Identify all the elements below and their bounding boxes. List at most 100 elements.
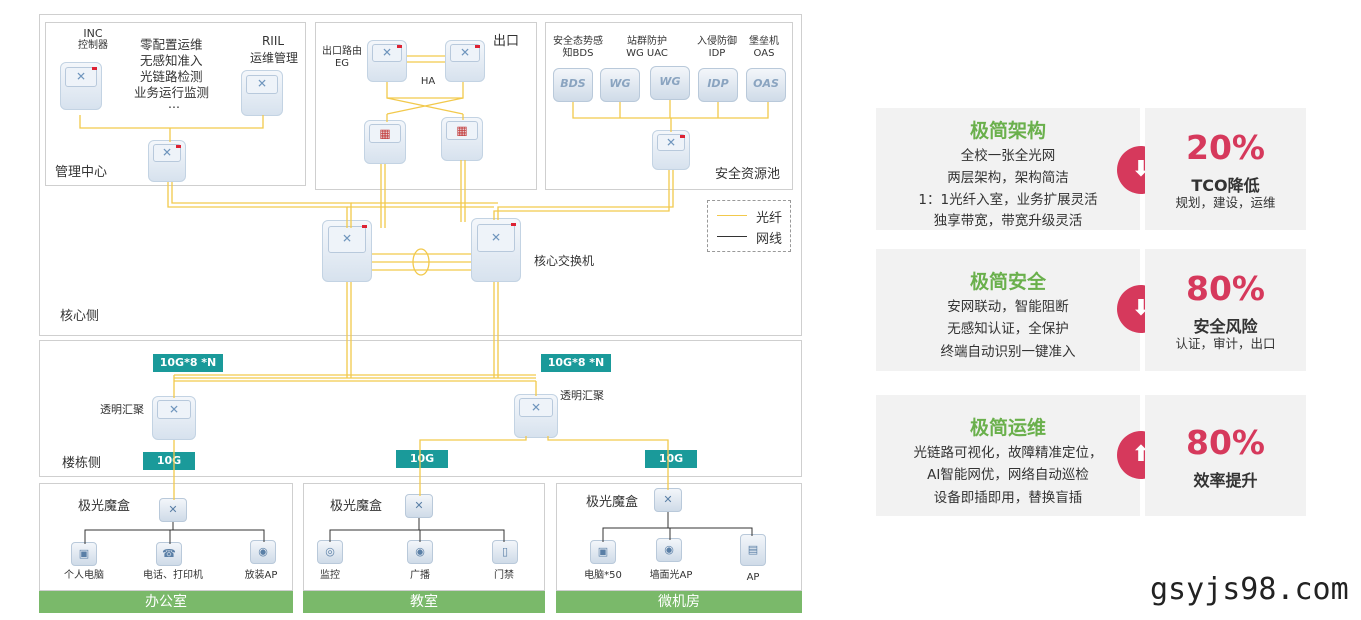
watermark: gsyjs98.com xyxy=(1150,572,1349,607)
card-security-line-2: 无感知认证，全保护 xyxy=(947,321,1069,337)
room-classroom-name: 教室 xyxy=(303,591,545,613)
security-pool-label: 安全资源池 xyxy=(715,167,781,182)
uplink-tag-left: 10G*8 *N xyxy=(153,354,223,372)
card-security-kpi-label: 安全风险 xyxy=(1193,317,1258,336)
egress-label: 出口 xyxy=(493,34,520,49)
card-operations-pct: 80% xyxy=(1186,423,1265,462)
office-pc-device[interactable]: ▣ xyxy=(71,542,97,566)
mgmt-feature-1: 零配置运维 xyxy=(140,37,203,52)
downlink-tag-3: 10G xyxy=(645,450,697,468)
classroom-box-device[interactable]: ✕ xyxy=(405,494,433,518)
sec-device-3-label2: IDP xyxy=(708,48,726,59)
egress-router-right[interactable] xyxy=(445,40,485,82)
office-endpoint-2: 电话、打印机 xyxy=(143,570,203,581)
classroom-endpoint-3: 门禁 xyxy=(494,570,514,581)
bds-device[interactable]: BDS xyxy=(553,68,593,102)
card-architecture-kpi-label: TCO降低 xyxy=(1191,176,1260,195)
classroom-broadcast-device[interactable]: ◉ xyxy=(407,540,433,564)
sec-device-4-label2: OAS xyxy=(753,48,775,59)
legend-cable-swatch xyxy=(717,236,747,237)
card-security-kpi: 80% 安全风险 认证，审计，出口 xyxy=(1145,249,1306,371)
office-endpoint-3: 放装AP xyxy=(244,570,278,581)
card-operations-line-2: AI智能网优，网络自动巡检 xyxy=(927,467,1089,483)
classroom-door-device[interactable]: ▯ xyxy=(492,540,518,564)
agg-right-label: 透明汇聚 xyxy=(560,389,604,402)
card-architecture: 极简架构 全校一张全光网 两层架构，架构简洁 1：1光纤入室，业务扩展灵活 独享… xyxy=(876,108,1140,230)
sec-device-1-label2: 知BDS xyxy=(562,48,594,59)
card-architecture-pct: 20% xyxy=(1186,128,1265,167)
card-architecture-line-4: 独享带宽，带宽升级灵活 xyxy=(933,213,1083,229)
firewall-left[interactable] xyxy=(364,120,406,164)
office-phone-device[interactable]: ☎ xyxy=(156,542,182,566)
card-operations-kpi: 80% 效率提升 xyxy=(1145,395,1306,516)
egress-router-sub-label: EG xyxy=(334,58,350,69)
mgmt-feature-3: 光链路检测 xyxy=(140,69,203,84)
card-operations-title: 极简运维 xyxy=(969,417,1046,439)
lab-endpoint-2: 墙面光AP xyxy=(649,570,693,581)
egress-router-label: 出口路由 xyxy=(322,46,362,57)
inc-label: INC xyxy=(83,27,103,40)
lab-box-device[interactable]: ✕ xyxy=(654,488,682,512)
classroom-endpoint-1: 监控 xyxy=(320,570,340,581)
card-architecture-title: 极简架构 xyxy=(969,120,1046,142)
lab-endpoint-3: AP xyxy=(746,572,760,583)
riil-label: RIIL xyxy=(261,34,285,48)
mgmt-switch-device[interactable] xyxy=(148,140,186,182)
oas-device[interactable]: OAS xyxy=(746,68,786,102)
mgmt-feature-5: ... xyxy=(168,96,180,111)
agg-switch-right[interactable] xyxy=(514,394,558,438)
sec-device-2-label2: WG UAC xyxy=(626,48,668,59)
downlink-tag-1: 10G xyxy=(143,452,195,470)
office-box-device[interactable]: ✕ xyxy=(159,498,187,522)
wg-uac-device[interactable]: WG xyxy=(600,68,640,102)
wg-device[interactable]: WG xyxy=(650,66,690,100)
card-security-pct: 80% xyxy=(1186,269,1265,308)
card-architecture-line-3: 1：1光纤入室，业务扩展灵活 xyxy=(918,192,1098,208)
core-switch-left[interactable] xyxy=(322,220,372,282)
mgmt-feature-2: 无感知准入 xyxy=(140,53,203,68)
room-lab-name: 微机房 xyxy=(556,591,802,613)
office-ap-device[interactable]: ◉ xyxy=(250,540,276,564)
card-architecture-kpi: 20% TCO降低 规划，建设，运维 xyxy=(1145,108,1306,230)
firewall-right[interactable] xyxy=(441,117,483,161)
ha-label: HA xyxy=(420,76,436,87)
lab-wall-ap-device[interactable]: ◉ xyxy=(656,538,682,562)
agg-switch-left[interactable] xyxy=(152,396,196,440)
riil-device[interactable] xyxy=(241,70,283,116)
building-side-label: 楼栋侧 xyxy=(62,456,102,471)
sec-device-1-label: 安全态势感 xyxy=(553,36,603,47)
inc-sub-label: 控制器 xyxy=(78,40,108,51)
card-operations-line-1: 光链路可视化，故障精准定位， xyxy=(913,445,1103,461)
room-classroom-box-label: 极光魔盒 xyxy=(330,499,383,514)
riil-sub-label: 运维管理 xyxy=(249,51,298,65)
classroom-camera-device[interactable]: ◎ xyxy=(317,540,343,564)
idp-device[interactable]: IDP xyxy=(698,68,738,102)
legend-fiber-swatch xyxy=(717,215,747,216)
lab-endpoint-1: 电脑*50 xyxy=(584,570,622,581)
core-switch-right[interactable] xyxy=(471,218,521,282)
room-office-name: 办公室 xyxy=(39,591,293,613)
agg-left-label: 透明汇聚 xyxy=(100,403,144,416)
card-operations-kpi-label: 效率提升 xyxy=(1193,471,1258,490)
sec-device-3-label: 入侵防御 xyxy=(697,36,737,47)
legend xyxy=(707,200,791,252)
security-switch-device[interactable] xyxy=(652,130,690,170)
sec-device-2-label: 站群防护 xyxy=(627,36,667,47)
office-endpoint-1: 个人电脑 xyxy=(64,570,104,581)
inc-controller-device[interactable] xyxy=(60,62,102,110)
card-security-line-1: 安网联动，智能阻断 xyxy=(947,299,1069,315)
classroom-endpoint-2: 广播 xyxy=(410,570,430,581)
card-security: 极简安全 安网联动，智能阻断 无感知认证，全保护 终端自动识别一键准入 xyxy=(876,249,1140,371)
card-security-title: 极简安全 xyxy=(969,271,1046,293)
egress-router-left[interactable] xyxy=(367,40,407,82)
lab-pc-device[interactable]: ▣ xyxy=(590,540,616,564)
legend-fiber-label: 光纤 xyxy=(756,211,783,226)
uplink-tag-right: 10G*8 *N xyxy=(541,354,611,372)
management-center-label: 管理中心 xyxy=(55,165,108,180)
mgmt-feature-4: 业务运行监测 xyxy=(134,85,210,100)
legend-cable-label: 网线 xyxy=(756,232,783,247)
lab-ap-device[interactable]: ▤ xyxy=(740,534,766,566)
room-office-box-label: 极光魔盒 xyxy=(78,499,131,514)
room-lab-box-label: 极光魔盒 xyxy=(586,495,639,510)
card-operations: 极简运维 光链路可视化，故障精准定位， AI智能网优，网络自动巡检 设备即插即用… xyxy=(876,395,1140,516)
